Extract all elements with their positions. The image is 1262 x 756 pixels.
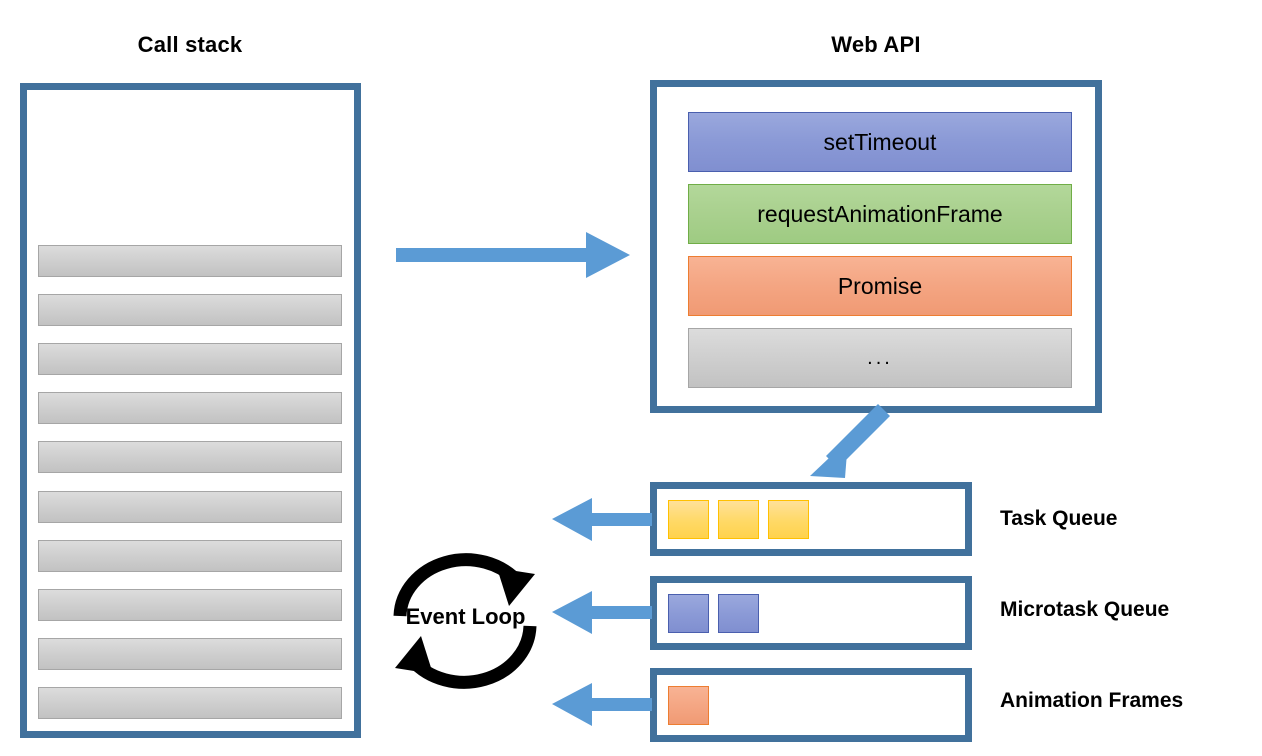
web-api-item-list: setTimeout requestAnimationFrame Promise…	[688, 112, 1072, 388]
arrow-microtask-queue-to-event-loop	[552, 591, 652, 634]
call-stack-frame	[38, 588, 342, 621]
arrow-task-queue-to-event-loop	[552, 498, 652, 541]
microtask-queue-item	[668, 593, 709, 633]
call-stack-frame	[38, 294, 342, 327]
event-loop-group: Event Loop	[378, 530, 553, 710]
web-api-item-requestanimationframe: requestAnimationFrame	[688, 184, 1072, 244]
microtask-queue-item	[718, 593, 759, 633]
animation-frames-item	[668, 685, 709, 725]
task-queue-container	[650, 482, 972, 556]
call-stack-title: Call stack	[137, 32, 243, 57]
call-stack-frame	[38, 539, 342, 572]
web-api-item-ellipsis: ...	[688, 328, 1072, 388]
task-queue-label: Task Queue	[1000, 507, 1118, 530]
call-stack-frame	[38, 441, 342, 474]
web-api-title: Web API	[831, 32, 921, 57]
web-api-item-promise: Promise	[688, 256, 1072, 316]
animation-frames-container	[650, 668, 972, 742]
animation-frames-label: Animation Frames	[1000, 689, 1184, 712]
circular-refresh-arrows-icon	[393, 553, 537, 689]
microtask-queue-label: Microtask Queue	[1000, 598, 1170, 621]
call-stack-frame	[38, 637, 342, 670]
task-queue-item	[768, 499, 809, 539]
task-queue-item	[718, 499, 759, 539]
call-stack-frame	[38, 490, 342, 523]
call-stack-frame	[38, 343, 342, 376]
microtask-queue-container	[650, 576, 972, 650]
call-stack-frame-list	[38, 245, 342, 719]
arrow-call-stack-to-web-api	[396, 232, 630, 278]
call-stack-frame	[38, 245, 342, 277]
task-queue-item	[668, 499, 709, 539]
web-api-item-settimeout: setTimeout	[688, 112, 1072, 172]
arrow-web-api-to-task-queue	[810, 404, 890, 478]
call-stack-frame	[38, 392, 342, 425]
arrow-animation-frames-to-event-loop	[552, 683, 652, 726]
call-stack-frame	[38, 686, 342, 719]
event-loop-label: Event Loop	[405, 604, 526, 629]
